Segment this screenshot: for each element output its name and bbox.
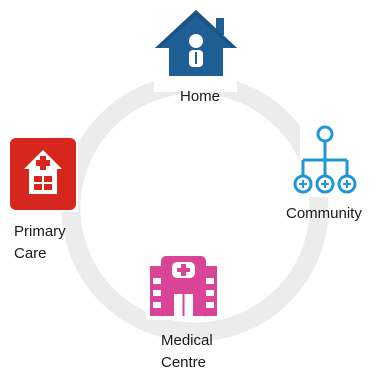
primary-care-node-icon — [8, 136, 78, 212]
medical-centre-label-line2: Centre — [161, 354, 207, 371]
primary-care-label-line1: Primary — [14, 223, 66, 240]
primary-care-label-line2: Care — [14, 245, 47, 262]
home-node-icon — [154, 10, 237, 92]
medical-centre-label-line1: Medical — [161, 332, 213, 349]
home-label: Home — [179, 88, 220, 105]
community-node-icon — [293, 123, 357, 197]
medical-centre-label: Medical Centre — [161, 330, 241, 374]
community-label: Community — [286, 205, 362, 222]
primary-care-label: Primary Care — [14, 221, 94, 265]
medical-centre-node-icon — [146, 252, 222, 320]
